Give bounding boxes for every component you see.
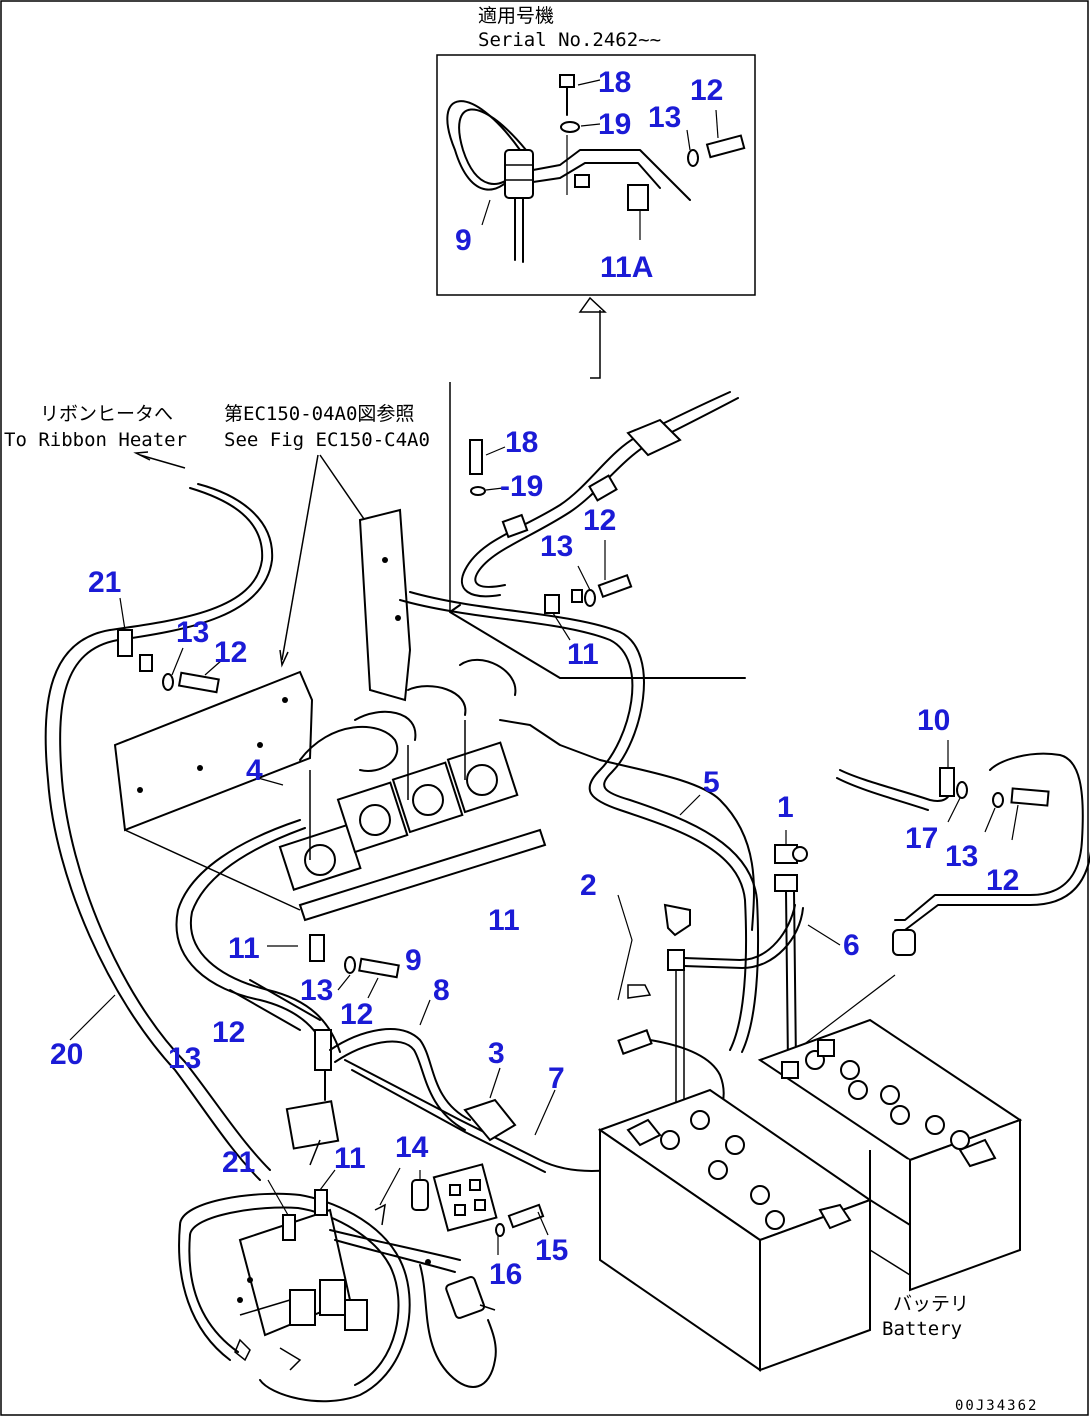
serial-inset: 適用号機 Serial No.2462~~ 18 19 12 13 9 [436, 5, 756, 296]
callout-6: 6 [843, 929, 860, 962]
callout-12: 12 [340, 998, 373, 1031]
leader-lines [133, 451, 378, 668]
inset-note-jp: 適用号機 [478, 5, 554, 27]
callout-13: 13 [300, 974, 333, 1007]
callout-14: 14 [395, 1131, 429, 1164]
callout-13: 13 [168, 1042, 201, 1075]
callout-7: 7 [548, 1062, 565, 1095]
battery-cables [599, 759, 808, 1120]
callout-12: 12 [212, 1016, 245, 1049]
callout-11: 11 [228, 932, 260, 965]
callout-12: 12 [690, 74, 723, 107]
ribbon-heater-cable-20 [44, 483, 274, 1181]
callout-21: 21 [88, 566, 121, 599]
harness-5 [399, 591, 760, 1053]
callout-11: 11 [488, 904, 520, 937]
harness-8 [229, 979, 471, 1166]
note-battery-jp: バッテリ [893, 1293, 969, 1315]
callout-18: 18 [505, 426, 538, 459]
ground-cable [789, 740, 1090, 1056]
battery-right [757, 1018, 1023, 1292]
callouts: 18 -19 12 13 11 21 13 12 10 1 5 4 17 13 … [50, 426, 1019, 1291]
note-battery-en: Battery [882, 1318, 962, 1340]
callout-11A: 11A [600, 251, 653, 284]
callout-18: 18 [598, 66, 631, 99]
callout-11: 11 [334, 1142, 366, 1175]
callout-8: 8 [433, 974, 450, 1007]
main-harness-upper [449, 391, 746, 679]
callout-3: 3 [488, 1037, 505, 1070]
mounting-plate [113, 670, 314, 911]
callout-17: 17 [905, 822, 938, 855]
bracket-upper [358, 439, 506, 702]
callout-11: 11 [567, 638, 599, 671]
callout-1: 1 [777, 791, 794, 824]
note-ribbon-jp: リボンヒータへ [40, 403, 173, 425]
callout-13: 13 [540, 530, 573, 563]
note-ribbon-en: To Ribbon Heater [4, 429, 187, 451]
callout-4: 4 [246, 754, 263, 787]
callout-13: 13 [176, 616, 209, 649]
callout-9: 9 [455, 224, 472, 257]
drawing-code: 00J34362 [955, 1398, 1038, 1414]
callout-12: 12 [986, 864, 1019, 897]
callout-13: 13 [648, 101, 681, 134]
callout-16: 16 [489, 1258, 522, 1291]
relay-bank [257, 658, 547, 922]
callout-2: 2 [580, 869, 597, 902]
note-seefig-jp: 第EC150-04A0図参照 [224, 403, 414, 425]
callout-12: 12 [214, 636, 247, 669]
clamp-21-top [117, 597, 223, 694]
detail-arrow [449, 296, 607, 612]
callout-9: 9 [405, 944, 422, 977]
inset-note-en: Serial No.2462~~ [478, 29, 661, 51]
callout-13: 13 [945, 840, 978, 873]
callout-5: 5 [703, 766, 720, 799]
battery-left [597, 1088, 873, 1372]
callout-15: 15 [535, 1234, 568, 1267]
lower-panel [178, 1163, 549, 1403]
callout-19: -19 [500, 470, 543, 503]
relay-harness-loop [175, 719, 601, 1061]
callout-12: 12 [583, 504, 616, 537]
callout-19: 19 [598, 108, 631, 141]
note-seefig-en: See Fig EC150-C4A0 [224, 429, 430, 451]
callout-21: 21 [222, 1146, 255, 1179]
callout-10: 10 [917, 704, 950, 737]
callout-20: 20 [50, 1038, 83, 1071]
